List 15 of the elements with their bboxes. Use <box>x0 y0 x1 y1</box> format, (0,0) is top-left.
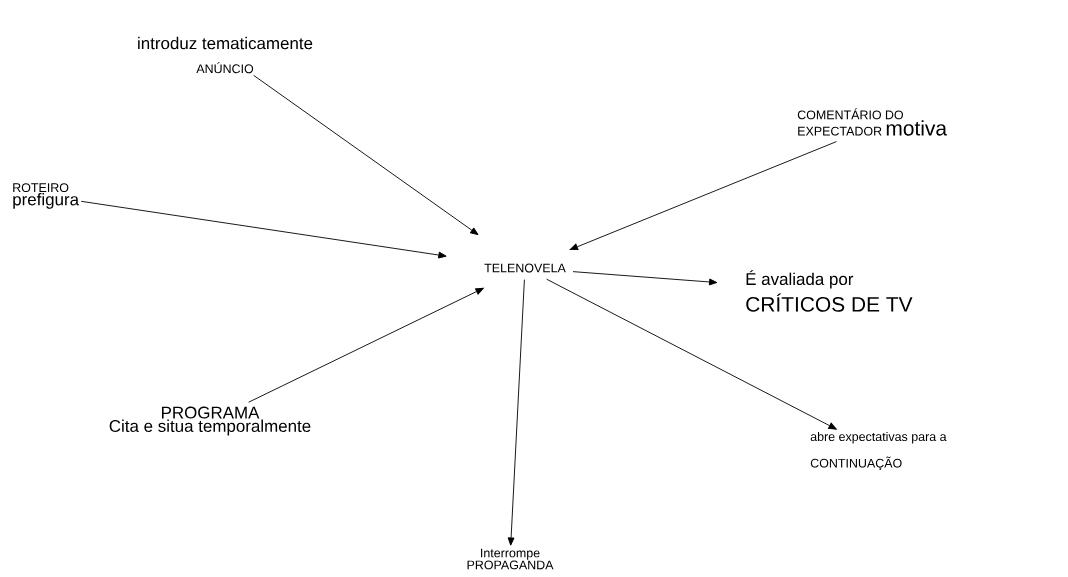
arrow <box>253 74 479 236</box>
text-label: ROTEIRO prefigura <box>13 183 80 209</box>
text-label: Interrompe PROPAGANDA <box>467 548 554 570</box>
arrow <box>507 279 525 546</box>
text-label: TELENOVELA <box>484 263 566 273</box>
arrow <box>572 271 718 286</box>
text-label: abre expectativas para a CONTINUAÇÃO <box>810 431 947 471</box>
arrow <box>80 200 447 259</box>
text-label: introduz tematicamente ANÚNCIO <box>138 36 313 74</box>
arrow <box>248 287 484 403</box>
text-label: COMENTÁRIO DO EXPECTADOR motiva <box>797 108 947 136</box>
arrow <box>569 141 837 251</box>
arrow <box>546 278 837 430</box>
text-label: É avaliada por CRÍTICOS DE TV <box>746 270 913 312</box>
text-label: PROGRAMA Cita e situa temporalmente <box>109 406 311 436</box>
